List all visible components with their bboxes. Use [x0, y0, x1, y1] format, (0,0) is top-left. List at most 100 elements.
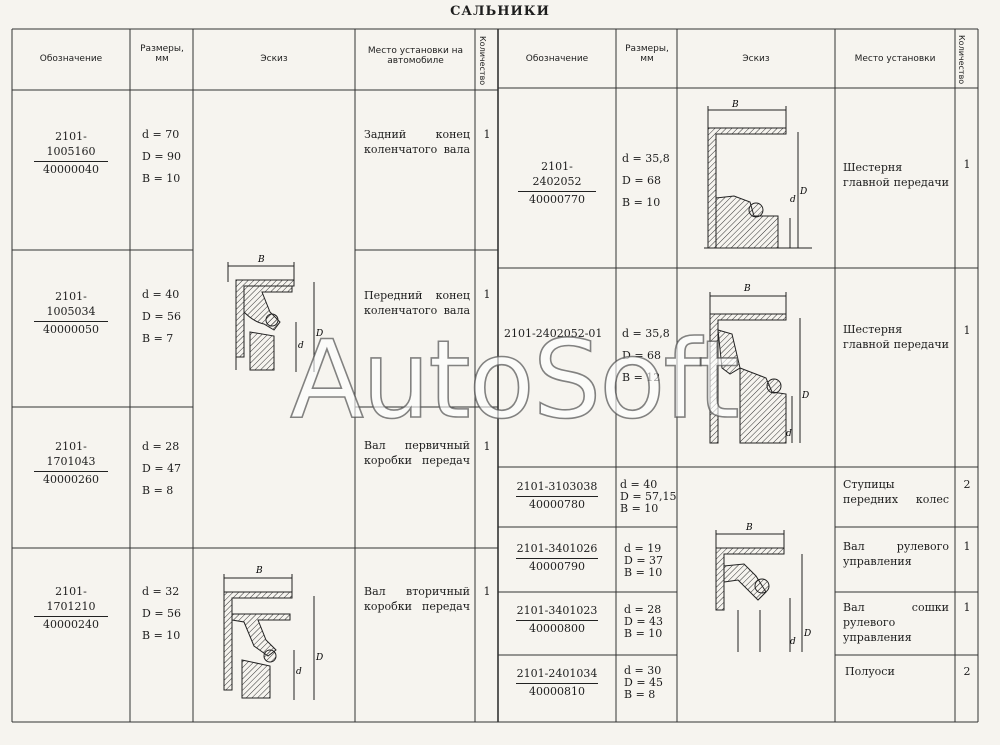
dim-width: B = 8	[624, 688, 656, 701]
dim-label-B: B	[255, 566, 263, 576]
dimensions: d = 32 D = 56 B = 10	[142, 585, 181, 651]
code-secondary: 40000770	[529, 192, 585, 206]
table-row-code: 2101-3401023 40000800	[500, 604, 614, 637]
quantity: 2	[963, 478, 971, 491]
header-qty-left: Количество	[478, 36, 487, 86]
dim-width: B = 12	[622, 370, 661, 384]
install-place: Вал вторичный коробки передач	[364, 585, 470, 613]
dimensions: d = 35,8 D = 68 B = 10	[622, 152, 670, 218]
dim-label-d: d	[786, 429, 792, 439]
code-secondary: 40000050	[43, 322, 99, 336]
dim-outer: D = 68	[622, 173, 662, 187]
seal-sketch-1: B D d	[227, 255, 323, 372]
dim-outer: D = 56	[142, 309, 182, 323]
header-sketch-left: Эскиз	[260, 54, 288, 64]
dim-label-D: D	[315, 329, 323, 339]
dimensions: d = 70 D = 90 B = 10	[142, 128, 181, 194]
code-main: 2101-1701210	[34, 585, 108, 617]
dim-label-d: d	[296, 667, 302, 677]
dim-width: B = 10	[142, 628, 181, 642]
code-main: 2101-1005160	[34, 130, 108, 162]
dim-inner: d = 32	[142, 585, 180, 598]
install-place: Вал рулевого управления	[843, 540, 949, 568]
table-row-code: 2101-2401034 40000810	[500, 667, 614, 700]
code-main: 2101-3103038	[516, 480, 598, 497]
dim-label-B: B	[745, 523, 753, 533]
quantity: 1	[963, 324, 971, 337]
dim-outer: D = 45	[624, 676, 664, 689]
code-secondary: 40000040	[43, 162, 99, 176]
header-place-left: Место установки на автомобиле	[367, 46, 464, 67]
install-place: Задний конец коленчатого вала	[364, 128, 470, 156]
dim-label-B: B	[743, 284, 751, 294]
dim-inner: d = 28	[624, 603, 662, 616]
dim-label-B: B	[257, 255, 265, 265]
code-secondary: 40000800	[529, 621, 585, 635]
dim-outer: D = 47	[142, 461, 182, 475]
dim-label-d: d	[790, 195, 796, 205]
dim-label-d: d	[298, 341, 304, 351]
dimensions: d = 19 D = 37 B = 10	[624, 543, 663, 579]
install-place: Вал первичный коробки передач	[364, 439, 470, 467]
table-row-code: 2101-2402052 40000770	[500, 160, 614, 208]
code-main: 2101-3401023	[516, 604, 598, 621]
table-row-code: 2101-1701210 40000240	[14, 585, 128, 633]
install-place: Ступицы передних колес	[843, 478, 949, 506]
table-row-code: 2101-1005160 40000040	[14, 130, 128, 178]
dimensions: d = 40 D = 56 B = 7	[142, 288, 181, 354]
dim-label-B: B	[731, 100, 739, 110]
header-place-right: Место установки	[854, 54, 936, 64]
dim-width: B = 10	[622, 195, 661, 209]
quantity: 1	[483, 288, 491, 301]
dimensions: d = 35,8 D = 68 B = 12	[622, 327, 670, 393]
code-main: 2101-2402052-01	[504, 327, 603, 340]
table-row-code: 2101-3103038 40000780	[500, 480, 614, 513]
header-sketch-right: Эскиз	[742, 54, 770, 64]
dim-width: B = 10	[624, 566, 663, 579]
dim-inner: d = 70	[142, 128, 180, 141]
dimensions: d = 28 D = 43 B = 10	[624, 604, 663, 640]
code-secondary: 40000790	[529, 559, 585, 573]
dimensions: d = 40 D = 57,15 B = 10	[620, 479, 677, 515]
code-secondary: 40000780	[529, 497, 585, 511]
dim-outer: D = 56	[142, 606, 182, 620]
dim-inner: d = 28	[142, 440, 180, 453]
code-main: 2101-2402052	[518, 160, 596, 192]
dim-label-D: D	[799, 187, 807, 197]
dim-inner: d = 19	[624, 542, 662, 555]
header-sizes-left: Размеры, мм	[140, 44, 184, 65]
table-row-code: 2101-2402052-01	[504, 327, 618, 342]
header-qty-right: Количество	[957, 35, 966, 85]
dim-label-D: D	[801, 391, 809, 401]
dimensions: d = 30 D = 45 B = 8	[624, 665, 663, 701]
dim-label-D: D	[803, 629, 811, 639]
table-row-code: 2101-1005034 40000050	[14, 290, 128, 338]
quantity: 2	[963, 665, 971, 678]
code-main: 2101-3401026	[516, 542, 598, 559]
install-place: Передний конец коленчатого вала	[364, 289, 470, 317]
dim-label-d: d	[790, 637, 796, 647]
quantity: 1	[483, 128, 491, 141]
install-place: Шестерня главной передачи	[843, 161, 949, 189]
code-main: 2101-2401034	[516, 667, 598, 684]
code-secondary: 40000240	[43, 617, 99, 631]
dim-outer: D = 68	[622, 348, 662, 362]
dim-width: B = 8	[142, 483, 174, 497]
dimensions: d = 28 D = 47 B = 8	[142, 440, 181, 506]
table-row-code: 2101-3401026 40000790	[500, 542, 614, 575]
page-title: САЛЬНИКИ	[450, 4, 550, 19]
seal-sketch-3: B D d	[704, 100, 812, 249]
dim-inner: d = 35,8	[622, 327, 670, 340]
quantity: 1	[963, 540, 971, 553]
seal-sketch-5: B D d	[715, 523, 811, 652]
dim-label-D: D	[315, 653, 323, 663]
dim-outer: D = 90	[142, 149, 182, 163]
dim-inner: d = 40	[142, 288, 180, 301]
install-place: Вал сошки рулевого управления	[843, 601, 949, 644]
header-sizes-right: Размеры, мм	[625, 44, 669, 65]
dim-width: B = 7	[142, 331, 174, 345]
dim-outer: D = 57,15	[620, 490, 677, 503]
seal-sketch-4: B D d	[709, 284, 809, 444]
quantity: 1	[483, 440, 491, 453]
